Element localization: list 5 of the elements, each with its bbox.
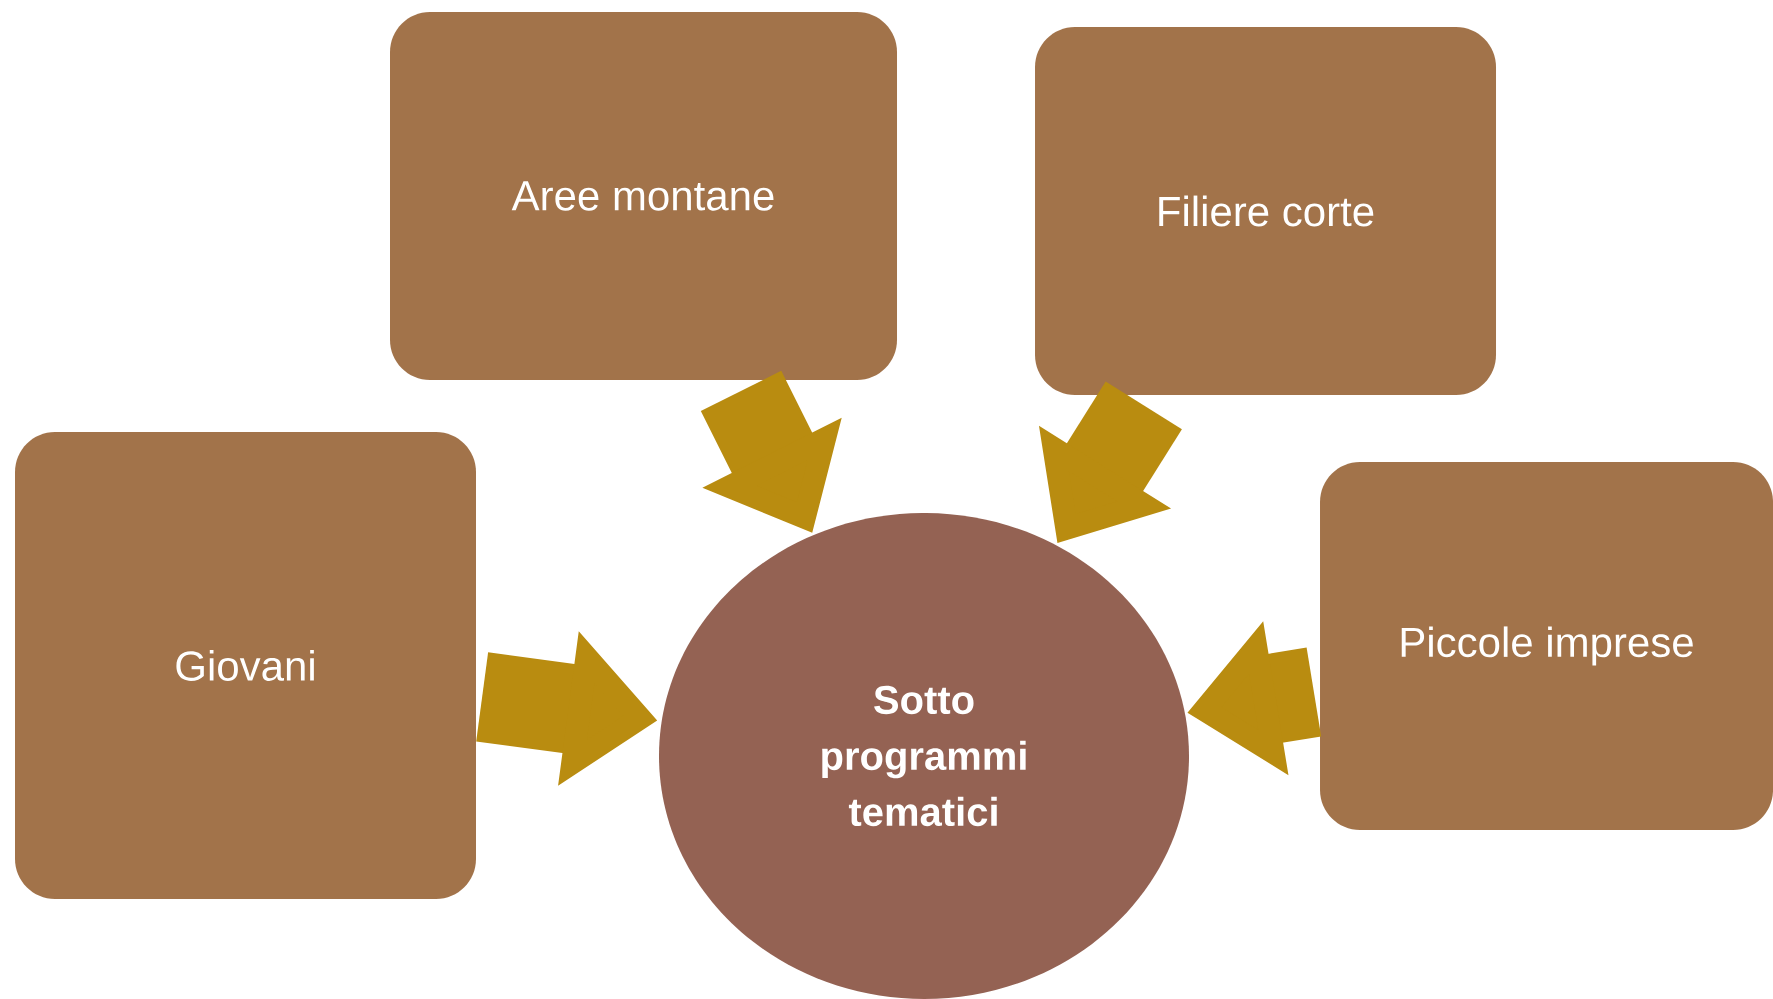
rounded-box: Piccole imprese [1320, 462, 1773, 830]
rounded-box: Giovani [15, 432, 476, 899]
rounded-box: Filiere corte [1035, 27, 1496, 395]
rounded-box: Aree montane [390, 12, 897, 380]
ellipse-node: Sotto programmi tematici [659, 513, 1189, 999]
